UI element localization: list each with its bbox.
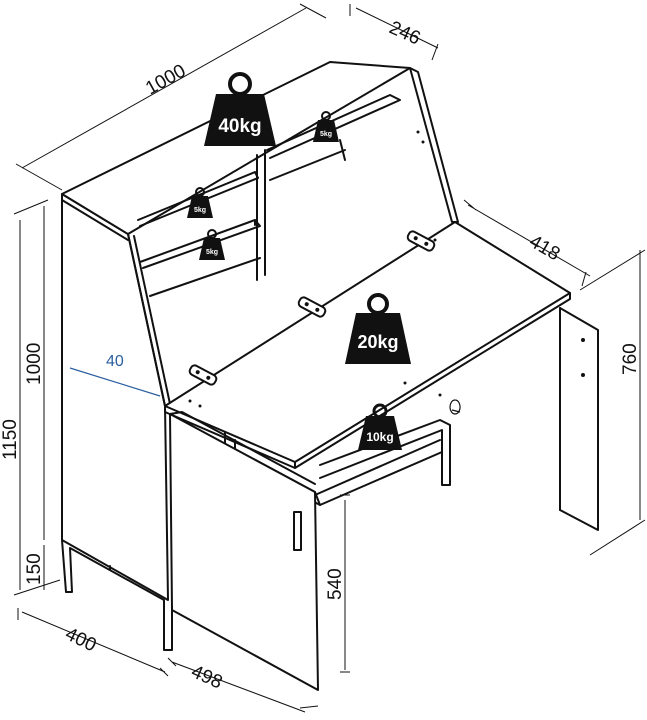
hutch-front-edge — [127, 233, 166, 407]
lock-icon — [449, 399, 461, 415]
dim-cabinet-height: 1000 — [24, 343, 45, 385]
dim-cabinet-depth: 400 — [62, 624, 100, 657]
dim-total-height: 1150 — [0, 419, 21, 460]
desk-side-panel — [559, 307, 599, 531]
hutch-shelf-left-mid — [139, 219, 261, 269]
hutch-right-side — [409, 67, 459, 223]
dim-leg-height: 150 — [24, 553, 45, 585]
dim-width-top: 1000 — [142, 61, 189, 100]
svg-text:5kg: 5kg — [320, 131, 332, 138]
dim-cabinet-width: 498 — [188, 661, 226, 693]
cabinet-top — [61, 61, 411, 235]
weight-icon-5kg-upper: 5kg — [313, 111, 339, 142]
cabinet-door — [169, 413, 319, 691]
dim-depth-top: 246 — [386, 17, 424, 49]
dimension-lines — [13, 3, 646, 713]
svg-text:40kg: 40kg — [218, 116, 261, 137]
svg-text:5kg: 5kg — [206, 249, 218, 256]
door-handle[interactable] — [293, 511, 302, 551]
lower-frame — [319, 419, 451, 486]
svg-text:5kg: 5kg — [194, 207, 206, 214]
left-legs — [61, 539, 173, 651]
angle-label: 40 — [106, 353, 124, 370]
dim-lower-height: 540 — [325, 568, 346, 600]
weight-icon-5kg-left-top: 5kg — [187, 187, 213, 218]
dim-desk-side-height: 760 — [620, 343, 641, 375]
svg-text:10kg: 10kg — [366, 430, 393, 444]
weight-icon-20kg: 20kg — [345, 293, 411, 364]
weight-icon-10kg: 10kg — [358, 403, 402, 450]
dim-desk-depth: 418 — [526, 231, 564, 265]
weight-icon-5kg-left-mid: 5kg — [199, 229, 225, 260]
weight-icon-40kg: 40kg — [204, 72, 276, 146]
svg-text:20kg: 20kg — [357, 332, 398, 352]
cabinet-side-panel — [61, 193, 169, 601]
connector-fittings — [188, 230, 436, 386]
